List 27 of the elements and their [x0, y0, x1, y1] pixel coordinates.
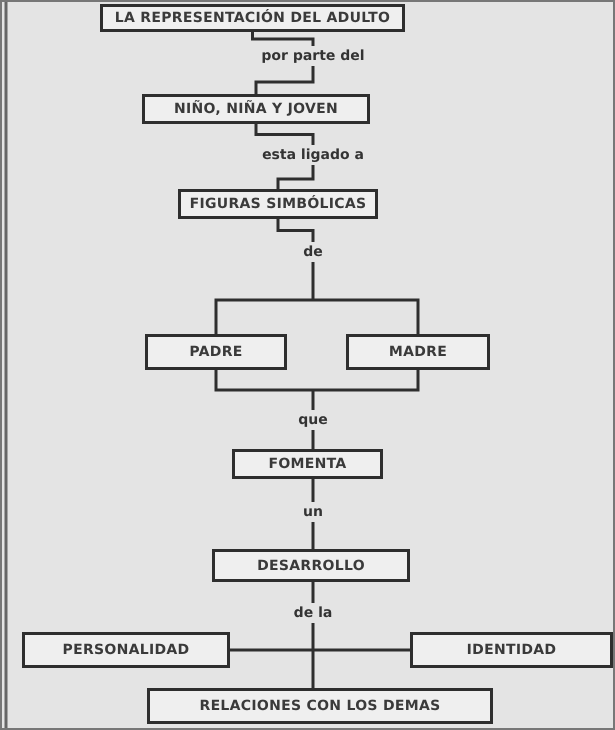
concept-box: LA REPRESENTACIÓN DEL ADULTO [100, 4, 405, 32]
concept-box: PADRE [145, 334, 287, 370]
concept-box: IDENTIDAD [410, 632, 613, 668]
connector-line [312, 479, 314, 502]
connector-line [276, 165, 314, 189]
connector-line [254, 124, 314, 145]
connector-line [312, 522, 314, 549]
connector-line [251, 32, 314, 46]
concept-box: FOMENTA [232, 449, 383, 479]
concept-box: NIÑO, NIÑA Y JOVEN [142, 94, 370, 124]
concept-box: MADRE [346, 334, 490, 370]
linking-phrase: que [292, 410, 334, 430]
linking-phrase: esta ligado a [250, 145, 376, 165]
connector-line [312, 370, 420, 410]
concept-box: FIGURAS SIMBÓLICAS [178, 189, 378, 219]
connector-line [312, 582, 314, 603]
concept-box: PERSONALIDAD [22, 632, 230, 668]
concept-box: RELACIONES CON LOS DEMAS [147, 688, 493, 724]
linking-phrase: un [298, 502, 328, 522]
linking-phrase: de [298, 242, 328, 262]
connector-line [312, 262, 420, 334]
connector-line [276, 219, 314, 242]
concept-box: DESARROLLO [212, 549, 410, 582]
linking-phrase: por parte del [255, 46, 371, 66]
connector-line [312, 430, 314, 449]
linking-phrase: de la [289, 603, 337, 623]
connector-line [254, 66, 314, 94]
